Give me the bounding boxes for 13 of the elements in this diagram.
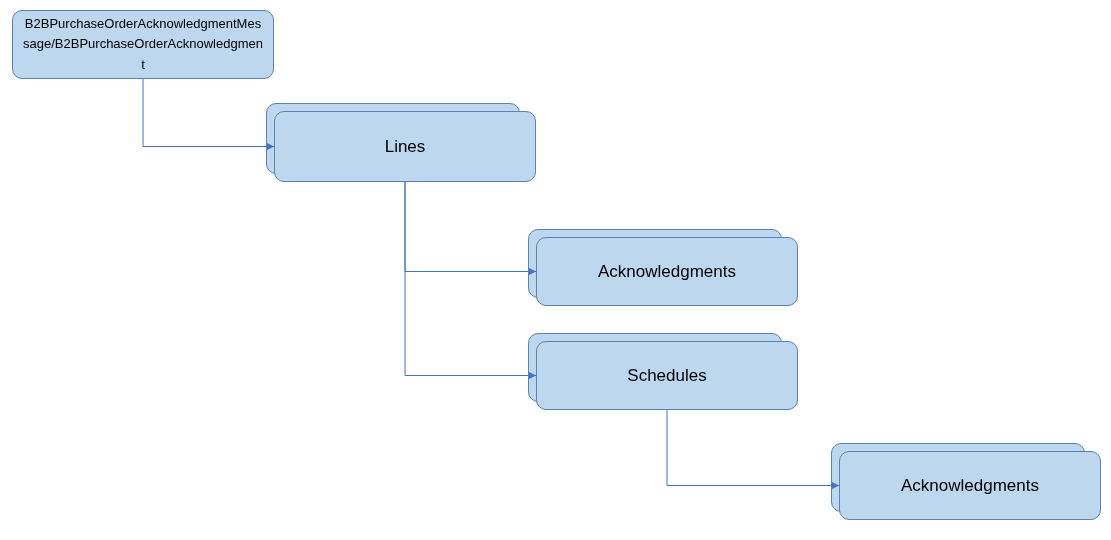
process-box: [12, 10, 274, 79]
box-label: Lines: [384, 136, 426, 157]
connector-arrow: [666, 409, 840, 489]
connector-arrow: [404, 181, 537, 379]
connector-arrow: [142, 78, 275, 150]
box-label: Acknowledgments: [598, 261, 736, 282]
process-box: [839, 451, 1101, 520]
process-box: [536, 341, 798, 410]
box-label: Acknowledgments: [901, 475, 1039, 496]
process-box: [536, 237, 798, 306]
process-box: [274, 111, 536, 182]
box-label: Schedules: [627, 365, 707, 386]
box-label: B2BPurchaseOrderAcknowledgmentMessage/B2BPurchaseOrderAcknowledgment: [23, 15, 263, 74]
